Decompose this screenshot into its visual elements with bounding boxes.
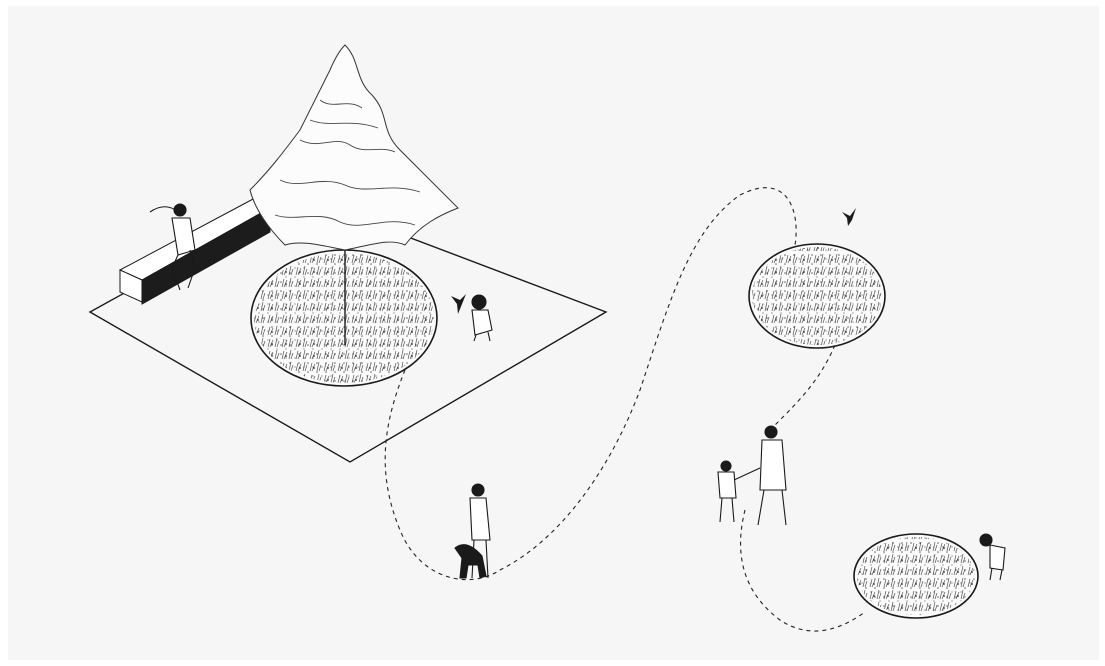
planting-bed-large xyxy=(251,250,437,386)
child-bending xyxy=(980,534,1005,580)
planting-bed-small-lower xyxy=(854,534,978,618)
stone-bench xyxy=(120,198,270,304)
person-with-dog xyxy=(455,484,490,578)
child-crouching xyxy=(472,295,492,341)
adult-with-child xyxy=(718,426,786,525)
bird-near-child xyxy=(451,294,466,314)
planting-bed-small-upper xyxy=(749,244,885,348)
bird-flying xyxy=(842,208,856,226)
